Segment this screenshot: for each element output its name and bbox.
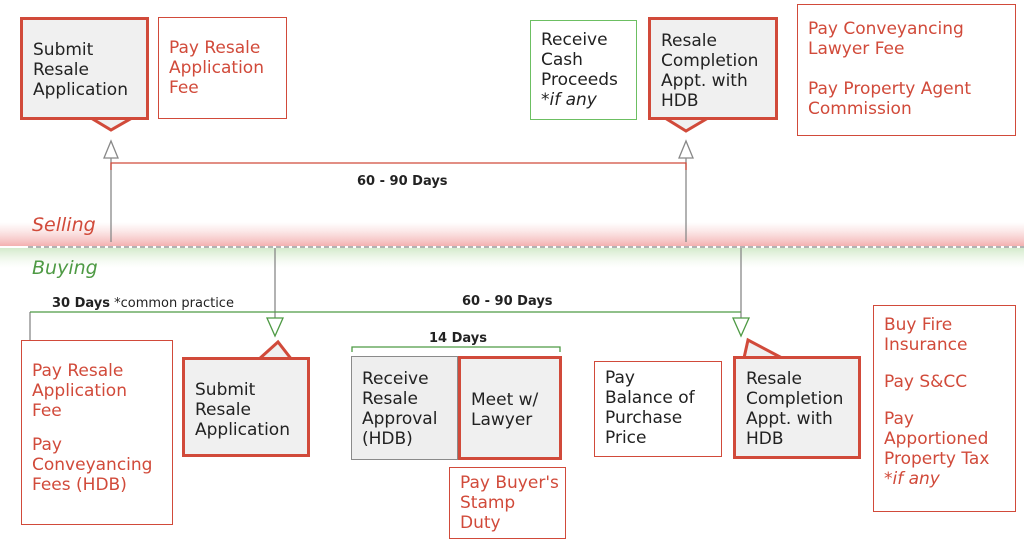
buying-6090-label: 60 - 90 Days <box>462 294 553 309</box>
selling-span-bracket <box>110 162 687 170</box>
buying-band <box>0 248 1024 268</box>
selling-submit-arrow <box>103 139 119 159</box>
selling-span-label: 60 - 90 Days <box>357 174 448 189</box>
receive-cash-note: *if any <box>541 90 597 110</box>
section-buying-label: Buying <box>32 257 98 279</box>
buying-submit-arrow <box>265 317 285 338</box>
selling-band <box>0 222 1024 246</box>
section-selling-label: Selling <box>32 214 96 236</box>
buying-completion-arrow <box>731 317 751 338</box>
buying-14days-label: 14 Days <box>429 331 487 346</box>
property-tax-note: *if any <box>884 469 940 489</box>
buying-meet-lawyer: Meet w/Lawyer <box>458 356 562 460</box>
selling-completion-arrow <box>678 139 694 159</box>
buying-30days-label: 30 Days *common practice <box>52 296 234 311</box>
buying-14days-bracket <box>351 346 561 352</box>
